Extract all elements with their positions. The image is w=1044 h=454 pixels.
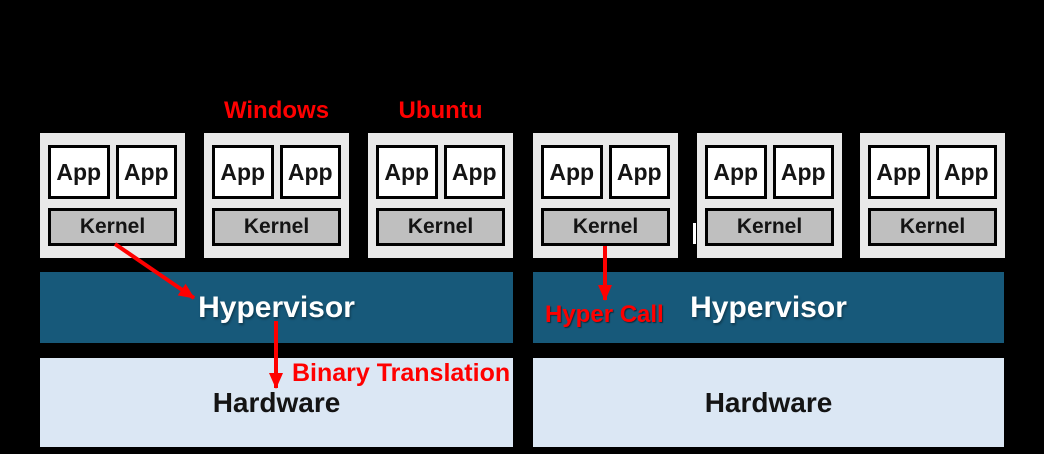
vm-box: App App Kernel (697, 133, 842, 258)
kernel-box: Kernel (705, 208, 834, 246)
app-box: App (376, 145, 438, 199)
hardware-bar-right: Hardware (533, 358, 1004, 447)
app-box: App (115, 145, 177, 199)
binary-translation-label: Binary Translation (292, 359, 511, 387)
vm-box: App App Kernel (204, 133, 349, 258)
vm-box: App App Kernel (533, 133, 678, 258)
hypervisor-label: Hypervisor (198, 290, 355, 324)
app-box: App (212, 145, 274, 199)
kernel-box: Kernel (376, 208, 505, 246)
kernel-box: Kernel (212, 208, 341, 246)
hypervisor-bar-left: Hypervisor (40, 272, 513, 343)
app-box: App (608, 145, 670, 199)
vm-box: App App Kernel (860, 133, 1005, 258)
hypervisor-bar-right: Hypervisor Hyper Call (533, 272, 1004, 343)
kernel-box: Kernel (48, 208, 177, 246)
hardware-label: Hardware (212, 386, 341, 418)
ubuntu-label: Ubuntu (398, 97, 483, 124)
app-box: App (443, 145, 505, 199)
app-box: App (541, 145, 603, 199)
stray-mark (693, 223, 696, 244)
windows-label: Windows (223, 97, 330, 124)
vm-box: App App Kernel (40, 133, 185, 258)
app-box: App (48, 145, 110, 199)
kernel-box: Kernel (868, 208, 997, 246)
hypervisor-label: Hypervisor (690, 290, 847, 324)
app-box: App (279, 145, 341, 199)
vm-box: App App Kernel (368, 133, 513, 258)
hyper-call-label: Hyper Call (545, 301, 664, 328)
app-box: App (772, 145, 834, 199)
app-box: App (705, 145, 767, 199)
kernel-box: Kernel (541, 208, 670, 246)
app-box: App (868, 145, 930, 199)
hardware-label: Hardware (704, 386, 833, 418)
app-box: App (935, 145, 997, 199)
